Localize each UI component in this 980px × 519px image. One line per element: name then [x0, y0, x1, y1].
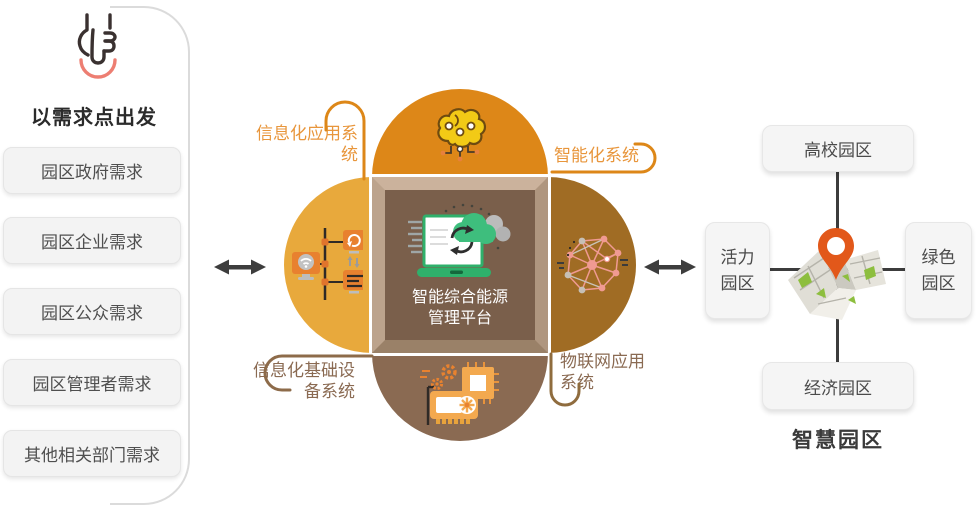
label-intelligent-system: 智能化系统 [554, 146, 639, 165]
need-box-government: 园区政府需求 [3, 147, 181, 194]
press-hand-icon [77, 13, 117, 79]
need-box-manager: 园区管理者需求 [3, 359, 181, 406]
laptop-cloud-sync-icon [408, 203, 511, 277]
park-box-vitality: 活力园区 [705, 222, 770, 319]
brain-circuit-icon [437, 108, 486, 162]
park-box-green: 绿色园区 [905, 222, 972, 319]
smart-park-title: 智慧园区 [792, 429, 884, 452]
double-arrow-left [214, 259, 266, 275]
park-box-economic: 经济园区 [762, 362, 914, 410]
platform-frame: 智能综合能源管理平台 [372, 177, 548, 353]
park-box-university: 高校园区 [762, 125, 914, 172]
network-mesh-icon [557, 235, 628, 294]
map-pin-icon [788, 228, 886, 320]
need-box-public: 园区公众需求 [3, 288, 181, 335]
double-arrow-right [644, 259, 696, 275]
label-infrastructure-system: 信息化基础设备系统 [253, 361, 355, 401]
label-information-application-system: 信息化应用系统 [256, 124, 358, 164]
left-panel-title: 以需求点出发 [31, 107, 157, 129]
need-box-enterprise: 园区企业需求 [3, 217, 181, 264]
platform-title: 智能综合能源管理平台 [412, 289, 509, 328]
gpu-chip-icon [420, 362, 499, 425]
label-iot-application-system: 物联网应用系统 [560, 352, 645, 392]
need-box-other-departments: 其他相关部门需求 [3, 430, 181, 477]
left-panel-bracket [110, 6, 190, 505]
connected-devices-icon [292, 228, 363, 300]
